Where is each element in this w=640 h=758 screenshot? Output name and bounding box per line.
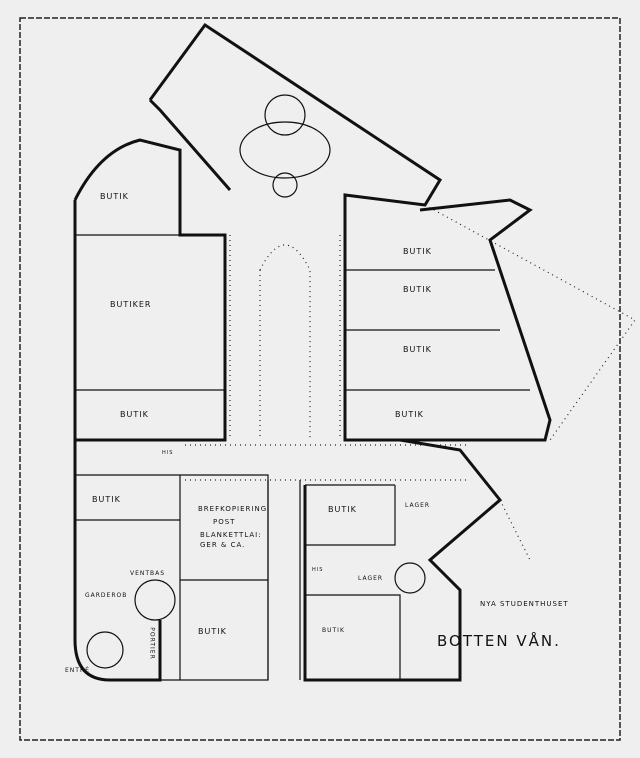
room-label-butik-s1: BUTIK	[328, 505, 357, 514]
room-label-butik-sw2: BUTIK	[198, 627, 227, 636]
east-block-walls	[343, 198, 552, 442]
room-label-butik-nw: BUTIK	[100, 192, 129, 201]
north-wing-walls	[148, 22, 443, 235]
room-label-post: POST	[213, 518, 236, 526]
room-label-blankett2: GER & CA.	[200, 541, 246, 549]
room-label-butiker: BUTIKER	[110, 300, 152, 309]
drawing-subtitle: NYA STUDENTHUSET	[480, 600, 569, 608]
southeast-block-walls	[303, 438, 503, 682]
room-label-butik-e2: BUTIK	[403, 285, 432, 294]
room-label-entre: ENTRÉ	[65, 667, 90, 674]
room-label-butik-s2: BUTIK	[322, 627, 345, 634]
room-label-hiss2: HIS	[312, 567, 324, 573]
room-label-butik-e1: BUTIK	[403, 247, 432, 256]
room-label-portier: PORTIER	[148, 627, 156, 660]
sheet-border	[19, 17, 621, 741]
room-label-butik-e3: BUTIK	[403, 345, 432, 354]
room-label-hiss1: HIS	[162, 450, 174, 456]
room-label-garderob: GARDEROB	[85, 592, 128, 599]
room-label-butik-sw1: BUTIK	[92, 495, 121, 504]
room-label-lager2: LAGER	[358, 575, 384, 582]
west-block-walls	[73, 138, 227, 682]
room-label-butik-e4: BUTIK	[395, 410, 424, 419]
room-label-blankett1: BLANKETTLAI:	[200, 531, 262, 539]
courtyard-outline	[185, 235, 470, 481]
room-label-brefkopiering: BREFKOPIERING.	[198, 505, 271, 513]
room-label-vestibul: VENTBAS	[130, 570, 166, 577]
room-label-butik-w: BUTIK	[120, 410, 149, 419]
room-label-lager1: LAGER	[405, 502, 431, 509]
drawing-title: BOTTEN VÅN.	[437, 632, 561, 650]
